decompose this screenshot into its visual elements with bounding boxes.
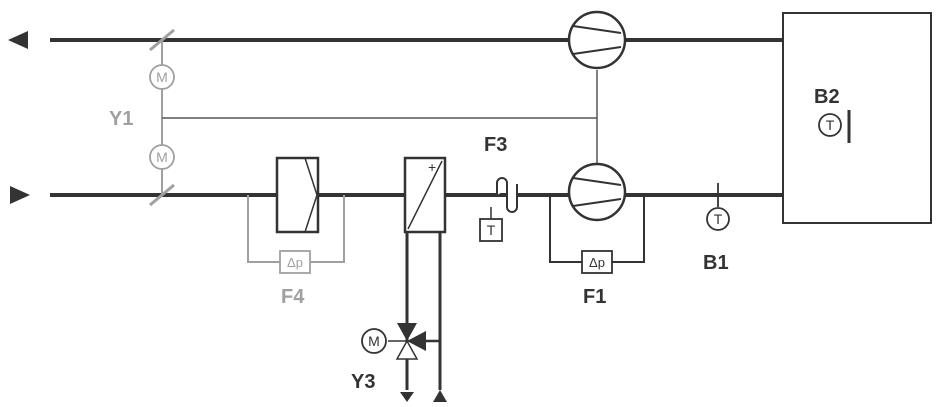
b1-temp-symbol: T xyxy=(714,211,723,227)
label-b1: B1 xyxy=(703,252,729,274)
room-box xyxy=(782,12,932,224)
exhaust-damper-actuator: M xyxy=(149,64,175,90)
room-temperature-sensor: T xyxy=(818,110,851,143)
f1-dp-symbol: Δp xyxy=(589,255,605,270)
arrow-right-icon xyxy=(10,186,30,204)
label-y3: Y3 xyxy=(351,371,375,393)
differential-pressure-icon xyxy=(279,250,311,274)
f3-temp-symbol: T xyxy=(487,222,496,238)
temperature-sensor-icon xyxy=(818,113,842,137)
room-sensor-symbol: T xyxy=(826,117,835,133)
exhaust-damper-blade xyxy=(149,28,175,52)
flow-up-arrow-icon xyxy=(433,390,447,402)
heating-coil-icon: + xyxy=(403,156,447,234)
arrow-left-icon xyxy=(8,31,28,49)
f1-pressure-loop: Δp xyxy=(549,195,645,274)
f4-pressure-loop: Δp xyxy=(247,195,345,274)
motor-icon xyxy=(361,328,387,354)
fan-icon xyxy=(567,10,627,70)
motor-symbol: M xyxy=(156,149,168,165)
label-y1: Y1 xyxy=(109,108,133,130)
exhaust-fan xyxy=(567,10,627,70)
three-way-valve-icon xyxy=(388,323,426,360)
filter-icon xyxy=(275,156,320,234)
label-f4: F4 xyxy=(281,286,305,308)
plus-symbol: + xyxy=(428,159,436,175)
frost-thermostat-icon: T xyxy=(479,177,518,242)
motor-icon xyxy=(149,144,175,170)
f4-dp-symbol: Δp xyxy=(287,255,303,270)
supply-damper-blade xyxy=(149,183,175,207)
supply-temperature-sensor: T xyxy=(706,183,730,231)
fan-icon xyxy=(567,162,627,222)
label-b2: B2 xyxy=(814,86,840,108)
temperature-sensor-icon xyxy=(706,207,730,231)
label-f1: F1 xyxy=(583,286,606,308)
supply-damper-actuator: M xyxy=(149,144,175,170)
differential-pressure-icon xyxy=(581,250,613,274)
supply-fan xyxy=(567,162,627,222)
flow-down-arrow-icon xyxy=(400,392,414,402)
motor-symbol: M xyxy=(156,69,168,85)
damper-linkage xyxy=(161,40,597,195)
motor-icon xyxy=(149,64,175,90)
label-f3: F3 xyxy=(484,134,507,156)
y3-motor-symbol: M xyxy=(368,333,380,349)
valve-actuator: M xyxy=(361,328,387,354)
